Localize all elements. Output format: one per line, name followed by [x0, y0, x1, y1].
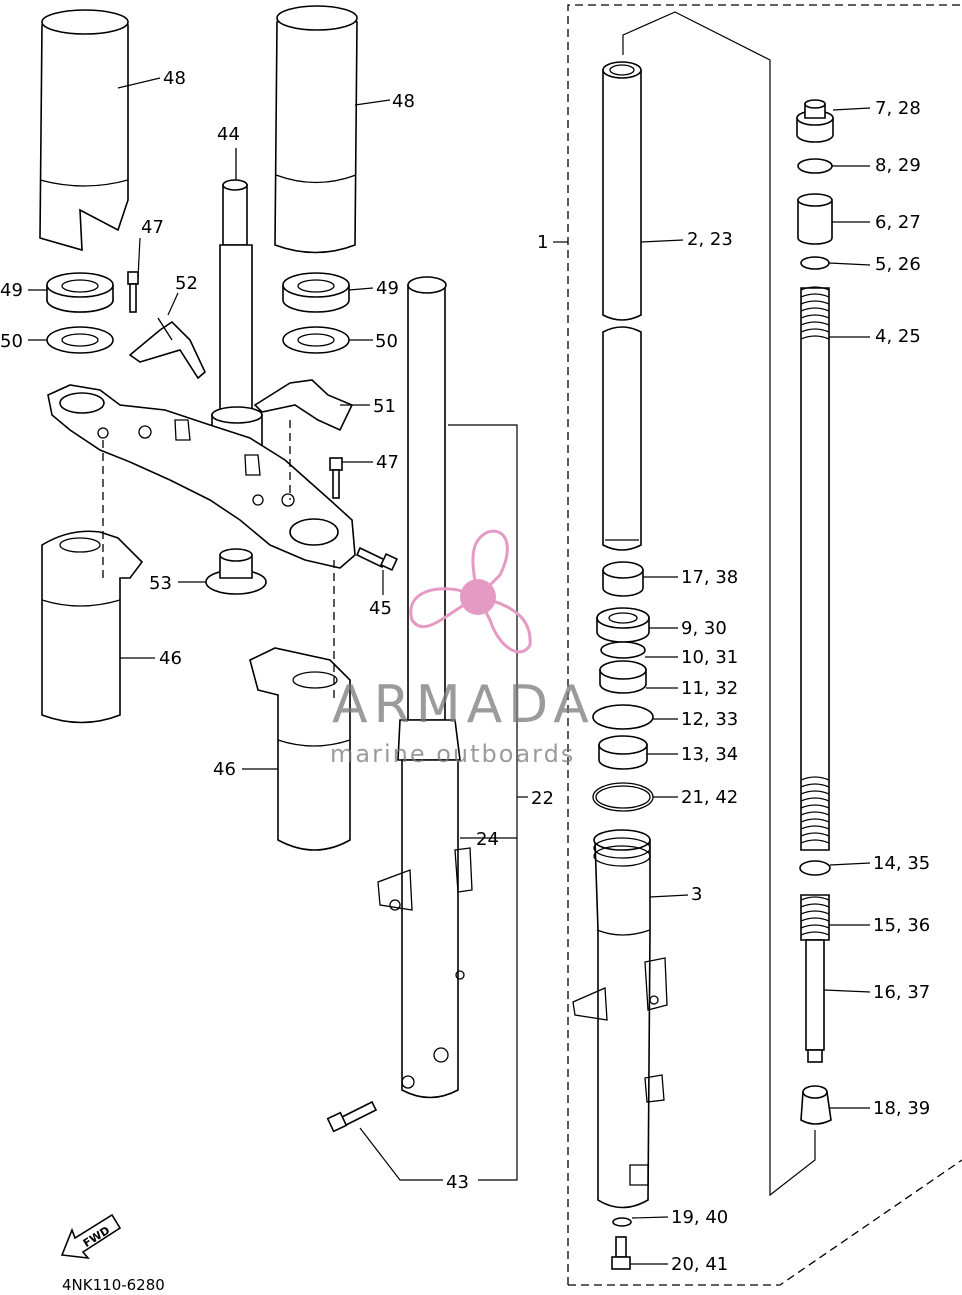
watermark-brand: ARMADA [332, 675, 595, 735]
lower-bracket [47, 384, 356, 569]
label-50b: 50 [375, 331, 398, 352]
clip-52 [128, 317, 206, 380]
label-7-28: 7, 28 [875, 98, 921, 119]
washer-50-right [282, 326, 350, 354]
spring-4-25 [800, 286, 830, 851]
propeller-logo [409, 529, 532, 654]
label-21-42: 21, 42 [681, 787, 738, 808]
seal-11-32 [599, 660, 647, 694]
label-9-30: 9, 30 [681, 618, 727, 639]
label-50a: 50 [0, 331, 23, 352]
clip-12-33 [592, 704, 654, 730]
label-19-40: 19, 40 [671, 1207, 728, 1228]
bolt-43 [326, 1100, 378, 1133]
label-20-41: 20, 41 [671, 1254, 728, 1275]
label-10-31: 10, 31 [681, 647, 738, 668]
oring-8-29 [797, 158, 833, 174]
label-15-36: 15, 36 [873, 915, 930, 936]
cap-bolt-7-28 [796, 99, 834, 143]
steering-stem-44 [211, 148, 263, 454]
fork-cover-46-right [249, 647, 351, 851]
label-47b: 47 [376, 452, 399, 473]
label-46a: 46 [159, 648, 182, 669]
label-17-38: 17, 38 [681, 567, 738, 588]
washer-19-40 [612, 1217, 632, 1227]
fwd-arrow-icon: FWD [60, 1213, 122, 1260]
label-47a: 47 [141, 217, 164, 238]
seal-49-right [282, 272, 350, 313]
label-44: 44 [217, 124, 240, 145]
clip-51 [253, 379, 354, 432]
label-2-23: 2, 23 [687, 229, 733, 250]
ring-10-31 [600, 641, 646, 659]
fork-cover-48-right [274, 5, 358, 254]
label-8-29: 8, 29 [875, 155, 921, 176]
outer-tube-3 [572, 829, 668, 1209]
leader-lines [28, 77, 871, 1265]
label-45: 45 [369, 598, 392, 619]
fork-cover-46-left [41, 530, 144, 724]
label-49b: 49 [376, 278, 399, 299]
diagram-code: 4NK110-6280 [62, 1276, 165, 1294]
label-48b: 48 [392, 91, 415, 112]
label-52: 52 [175, 273, 198, 294]
label-48a: 48 [163, 68, 186, 89]
label-46b: 46 [213, 759, 236, 780]
rebound-spring-15-36 [800, 894, 830, 941]
label-5-26: 5, 26 [875, 254, 921, 275]
inner-tube-assembly [377, 276, 473, 1099]
label-14-35: 14, 35 [873, 853, 930, 874]
label-24: 24 [476, 829, 499, 850]
fork-cover-48-left [39, 9, 129, 252]
bolt-47-upper [127, 271, 139, 313]
label-16-37: 16, 37 [873, 982, 930, 1003]
bushing-17-38 [602, 561, 644, 597]
washer-5-26 [800, 256, 830, 270]
label-53: 53 [149, 573, 172, 594]
label-13-34: 13, 34 [681, 744, 738, 765]
seal-9-30 [596, 607, 650, 643]
label-12-33: 12, 33 [681, 709, 738, 730]
label-43: 43 [446, 1172, 469, 1193]
oring-21-42 [592, 782, 654, 812]
label-49a: 49 [0, 280, 23, 301]
label-6-27: 6, 27 [875, 212, 921, 233]
washer-50-left [46, 326, 114, 354]
bolt-47-lower [329, 457, 343, 499]
spacer-6-27 [797, 193, 833, 245]
label-1: 1 [537, 232, 548, 253]
watermark-tagline: marine outboards [330, 740, 575, 768]
inner-tube-2-23 [602, 61, 642, 551]
ring-14-35 [799, 860, 831, 876]
bolt-20-41 [611, 1236, 631, 1270]
bolt-45 [355, 546, 399, 572]
label-11-32: 11, 32 [681, 678, 738, 699]
seal-49-left [46, 272, 114, 313]
label-51: 51 [373, 396, 396, 417]
label-22: 22 [531, 788, 554, 809]
label-3: 3 [691, 884, 702, 905]
label-18-39: 18, 39 [873, 1098, 930, 1119]
oil-lock-18-39 [800, 1085, 832, 1125]
damper-rod-16-37 [805, 939, 825, 1063]
nut-53 [205, 548, 267, 595]
label-4-25: 4, 25 [875, 326, 921, 347]
watermark: ARMADA marine outboards [330, 529, 595, 768]
bushing-13-34 [598, 735, 648, 770]
